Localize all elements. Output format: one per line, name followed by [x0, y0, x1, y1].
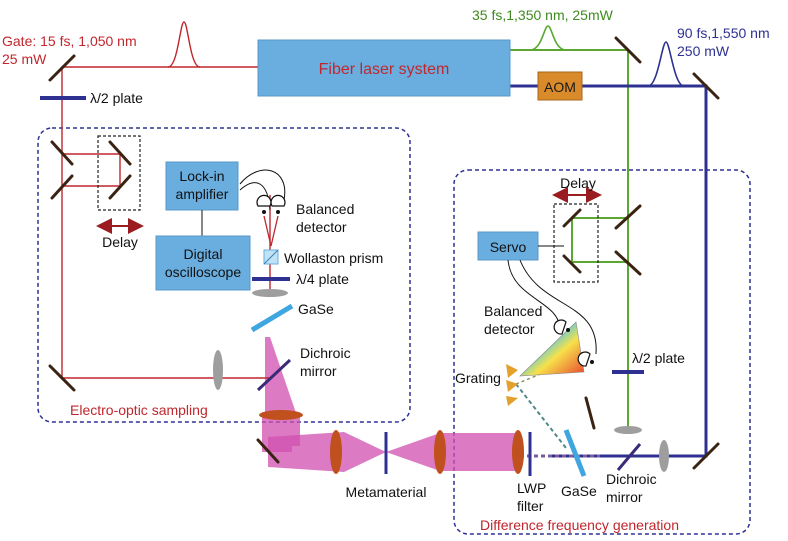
dfg-section-border — [453, 169, 751, 535]
dfg-gase-label: GaSe — [561, 483, 597, 499]
mirror-eos-left-1 — [50, 140, 74, 166]
servo-detector-cable — [507, 259, 561, 331]
dfg-green-lens — [614, 426, 642, 434]
lockin-label-2: amplifier — [176, 186, 229, 202]
fiber-laser-box — [257, 39, 511, 97]
eos-balanced-label-1: Balanced — [296, 201, 354, 217]
eos-lens-icon — [252, 289, 288, 297]
mirror-delay-1 — [108, 140, 132, 166]
oscilloscope-label-2: oscilloscope — [165, 264, 241, 280]
mirror-dfg-pickoff — [584, 396, 596, 430]
lockin-label-1: Lock-in — [179, 168, 224, 184]
grating-teeth — [506, 364, 518, 406]
gate-label-1: Gate: 15 fs, 1,050 nm — [2, 33, 137, 49]
mirror-gate-top — [48, 54, 76, 82]
gate-label-2: 25 mW — [2, 51, 47, 67]
grating-label: Grating — [455, 370, 501, 386]
dfg-blue-lens — [659, 440, 669, 472]
eos-balanced-label-2: detector — [296, 219, 347, 235]
servo-label: Servo — [490, 239, 527, 255]
blue-beam-label-1: 90 fs,1,550 nm — [677, 25, 770, 41]
eos-balanced-detector-icon — [239, 169, 286, 247]
thz-lens-3 — [434, 430, 446, 474]
mirror-blue-bottom — [692, 442, 720, 470]
thz-beam — [262, 337, 520, 472]
mirror-green-delay-2 — [614, 250, 642, 276]
half-wave-plate-eos-label: λ/2 plate — [90, 90, 143, 106]
quarter-wave-plate-label: λ/4 plate — [296, 271, 349, 287]
aom-label: AOM — [544, 79, 576, 95]
dfg-section-label: Difference frequency generation — [480, 517, 679, 533]
mirror-delay-2 — [108, 174, 132, 200]
dfg-dichroic-label-2: mirror — [606, 489, 643, 505]
mirror-dfg-delay-2 — [562, 254, 582, 274]
dfg-dichroic-label-1: Dichroic — [606, 471, 657, 487]
mirrors — [48, 36, 720, 470]
mirror-thz-bottom — [256, 438, 280, 464]
eos-dichroic-mirror-icon — [256, 358, 292, 392]
mirror-green-top — [614, 36, 642, 64]
dfg-balanced-detector-icon — [553, 319, 594, 367]
eos-delay-label: Delay — [102, 234, 138, 250]
eos-gase-label: GaSe — [298, 301, 334, 317]
green-pulse-icon — [529, 25, 567, 51]
eos-section-label: Electro-optic sampling — [70, 402, 208, 418]
oscilloscope-label-1: Digital — [184, 246, 223, 262]
wollaston-label: Wollaston prism — [284, 250, 383, 266]
diffracted-beam — [515, 383, 567, 449]
digital-oscilloscope-box — [155, 235, 251, 291]
metamaterial-label: Metamaterial — [346, 484, 427, 500]
eos-dichroic-label-1: Dichroic — [300, 345, 351, 361]
blue-beam-label-2: 250 mW — [677, 43, 730, 59]
eos-section-border — [37, 127, 411, 423]
thz-lens-4 — [512, 430, 524, 474]
lwp-label-2: filter — [517, 498, 544, 514]
mirror-gate-bottom — [48, 364, 76, 392]
mirror-blue-top — [692, 72, 720, 100]
fiber-laser-label: Fiber laser system — [319, 61, 450, 78]
thz-lens-1 — [259, 410, 303, 420]
mirror-dfg-delay-1 — [562, 208, 582, 228]
lockin-amplifier-box — [165, 161, 239, 211]
blue-pulse-icon — [647, 41, 685, 87]
dfg-delay-label: Delay — [560, 175, 596, 191]
wollaston-diagonal — [263, 249, 279, 265]
blue-beam — [510, 84, 708, 458]
dfg-half-wave-plate-label: λ/2 plate — [632, 350, 685, 366]
mirror-eos-left-2 — [50, 174, 74, 200]
mirror-green-delay-1 — [614, 204, 642, 230]
lwp-label-1: LWP — [517, 480, 546, 496]
gate-pulse-icon — [167, 21, 201, 68]
servo-detector-cable-2 — [519, 259, 597, 355]
green-beam-label: 35 fs,1,350 nm, 25mW — [472, 7, 614, 23]
eos-gase-crystal-icon — [250, 303, 294, 333]
dfg-dichroic-mirror-icon — [616, 443, 642, 471]
thz-lens-2 — [330, 430, 342, 474]
servo-box — [477, 231, 539, 261]
dfg-balanced-label-2: detector — [484, 321, 535, 337]
dfg-balanced-label-1: Balanced — [484, 303, 542, 319]
grating-icon — [519, 321, 585, 377]
dfg-delay-box — [553, 203, 599, 283]
aom-box — [537, 71, 583, 101]
gate-lens-icon — [213, 350, 223, 390]
eos-delay-box — [97, 135, 141, 211]
gate-beam — [61, 66, 271, 379]
eos-dichroic-label-2: mirror — [300, 363, 337, 379]
dfg-gase-crystal-icon — [563, 429, 587, 477]
